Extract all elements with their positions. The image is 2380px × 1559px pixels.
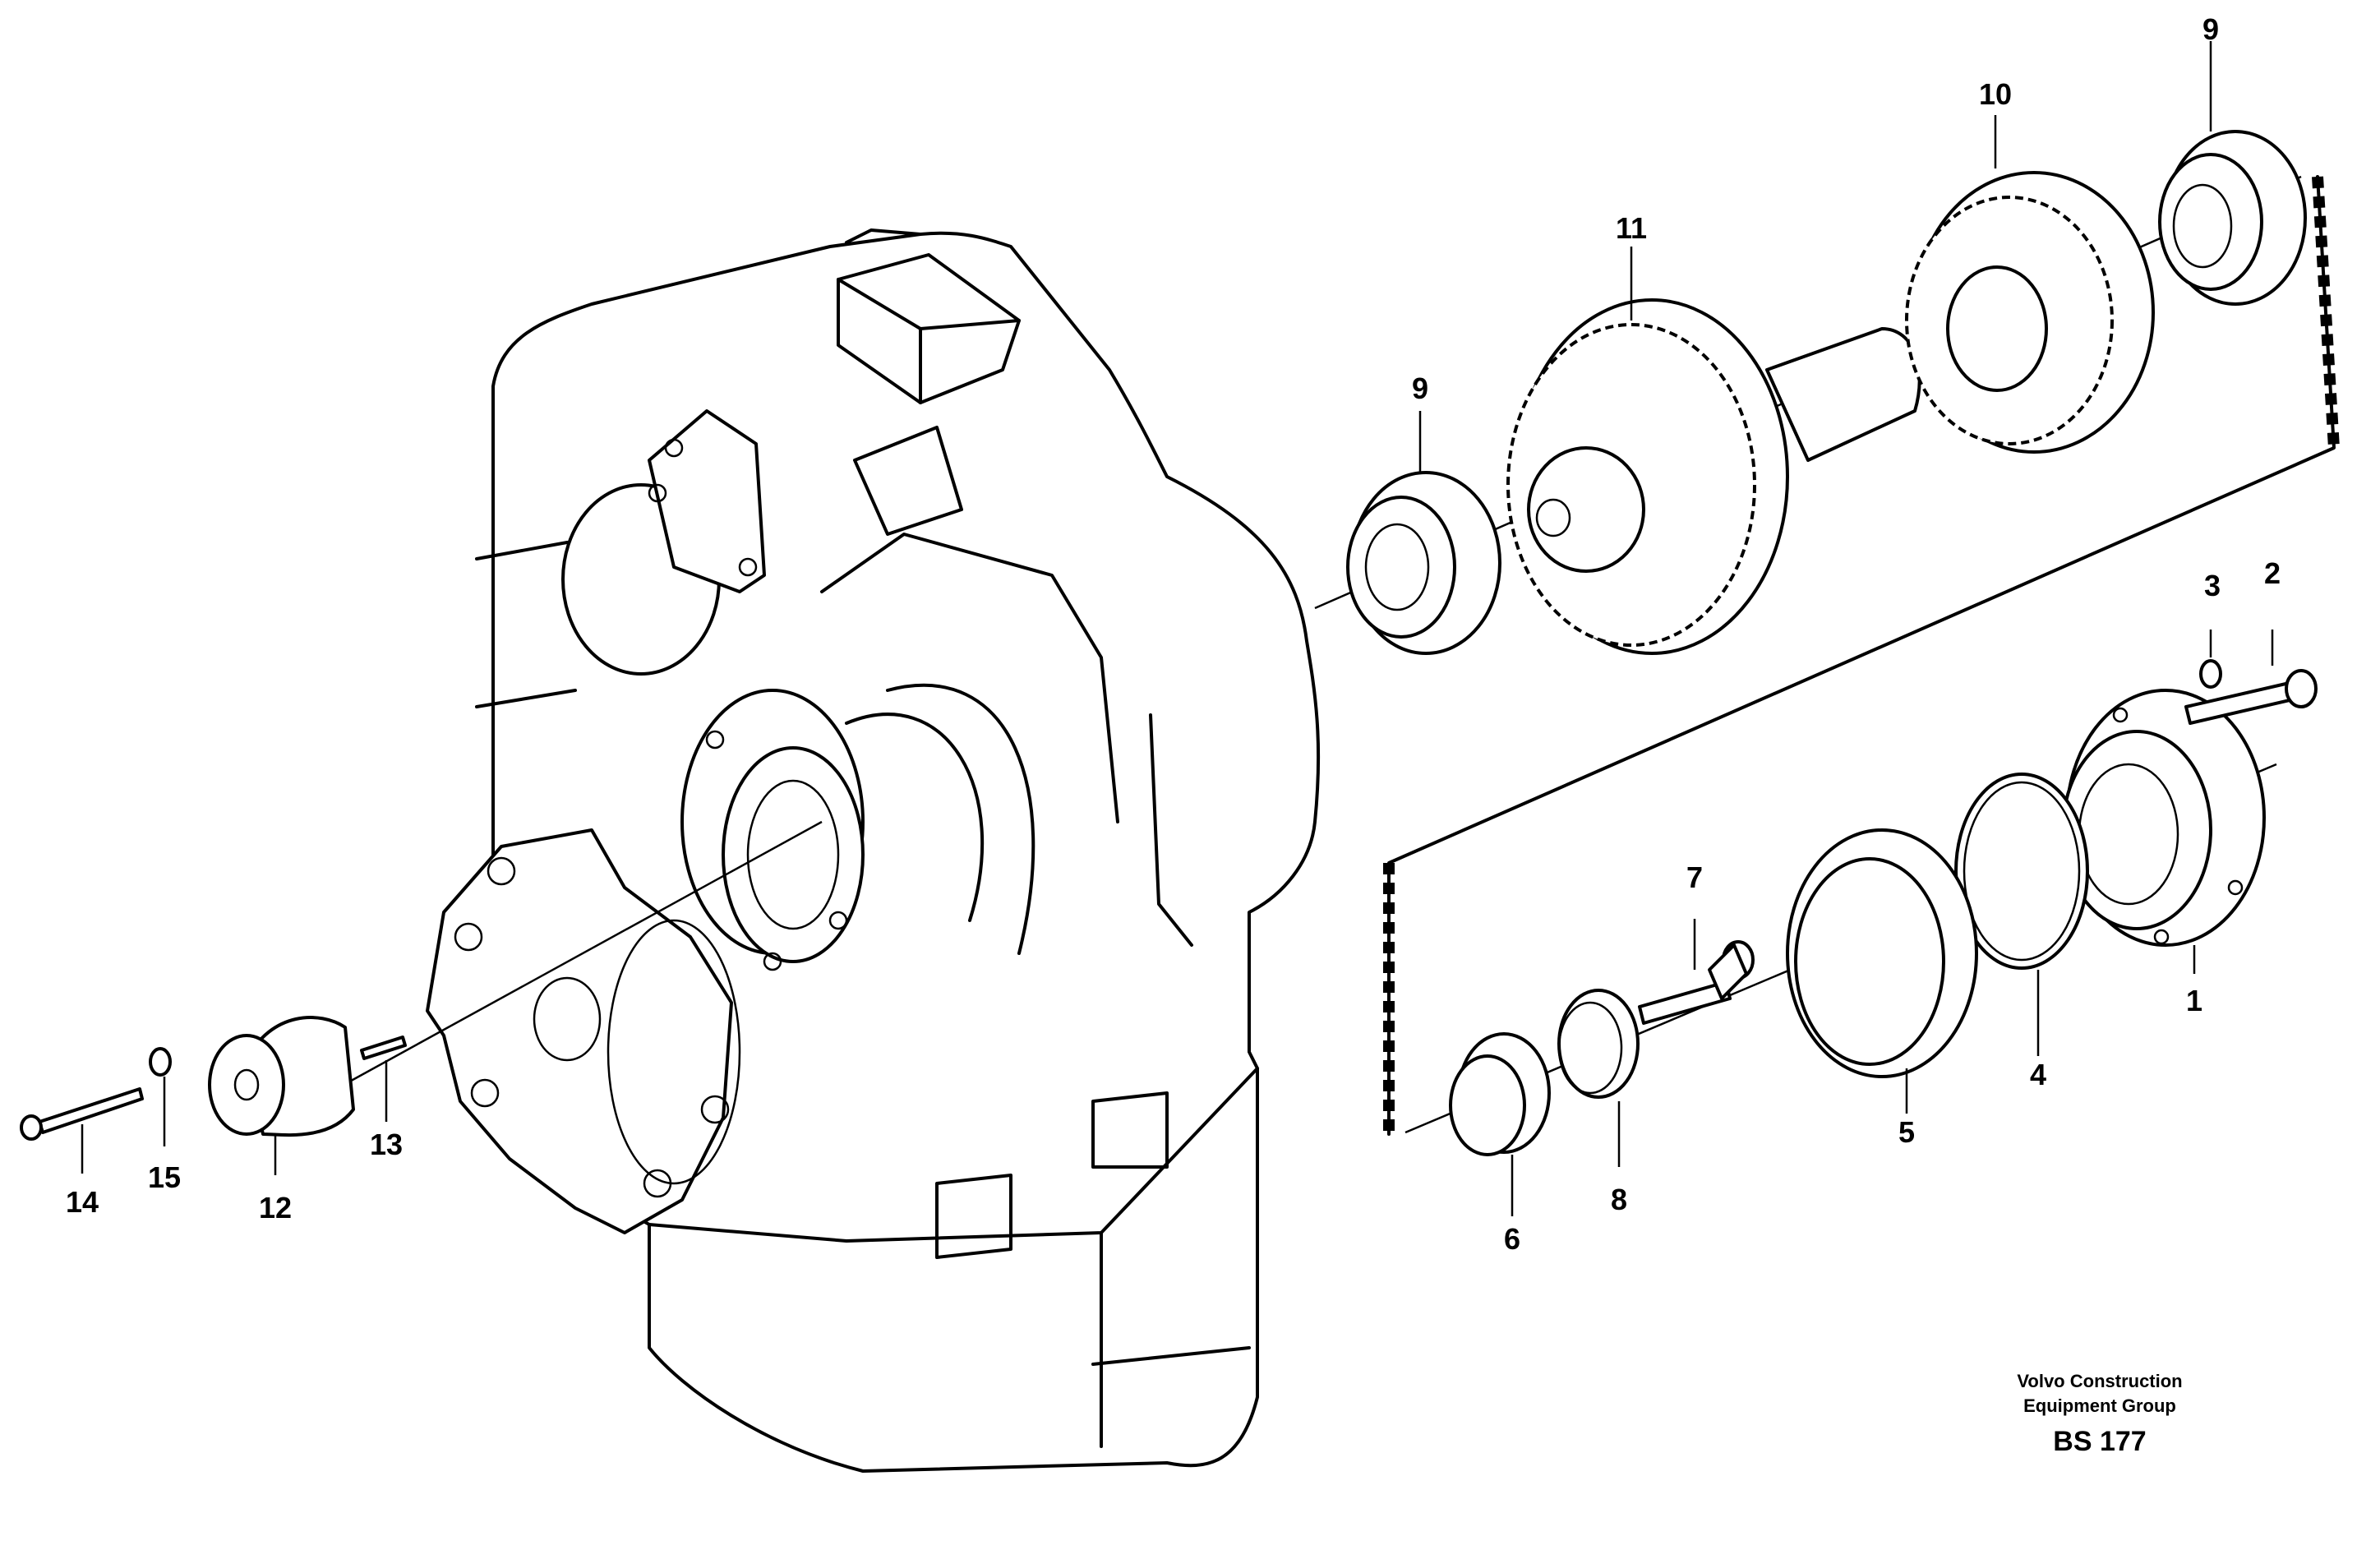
label-part-14: 14 <box>66 1185 99 1219</box>
seal-ring-8 <box>1557 989 1640 1099</box>
gasket-5 <box>1786 828 1978 1078</box>
label-part-10: 10 <box>1979 77 2012 111</box>
washer-15 <box>149 1047 172 1077</box>
label-part-4: 4 <box>2030 1058 2046 1091</box>
o-ring-4 <box>1954 773 2089 970</box>
flange-1 <box>2061 689 2266 947</box>
screw-7 <box>1638 940 1755 1025</box>
label-part-12: 12 <box>259 1191 292 1225</box>
bearing-9-right <box>2158 130 2307 306</box>
washer-3 <box>2199 659 2222 689</box>
transfer-case-housing <box>426 228 1321 1473</box>
label-part-3: 3 <box>2204 569 2221 602</box>
credit-line-1: Volvo Construction <box>2017 1371 2182 1391</box>
assembly-bracket <box>1383 175 2340 1136</box>
label-part-9-right: 9 <box>2202 12 2219 46</box>
spacer-12 <box>208 1016 355 1137</box>
label-part-9-left: 9 <box>1412 371 1428 405</box>
leader-lines <box>81 41 2274 1216</box>
credit-line-2: Equipment Group <box>2023 1395 2176 1416</box>
label-part-13: 13 <box>370 1128 403 1161</box>
label-part-11: 11 <box>1616 211 1647 245</box>
pin-13 <box>360 1035 407 1060</box>
plug-6 <box>1449 1032 1551 1156</box>
screw-14 <box>20 1087 144 1141</box>
label-part-1: 1 <box>2186 984 2202 1017</box>
label-part-2: 2 <box>2264 556 2281 590</box>
gear-10 <box>1905 171 2155 454</box>
drawing-code: BS 177 <box>2053 1426 2146 1457</box>
gear-shaft-11 <box>1506 298 1921 655</box>
label-part-5: 5 <box>1898 1115 1915 1149</box>
label-part-8: 8 <box>1611 1183 1627 1216</box>
screw-2 <box>2184 669 2318 725</box>
label-part-6: 6 <box>1504 1222 1520 1256</box>
bearing-9-left <box>1346 471 1501 655</box>
label-part-15: 15 <box>148 1160 181 1194</box>
label-part-7: 7 <box>1686 860 1703 894</box>
